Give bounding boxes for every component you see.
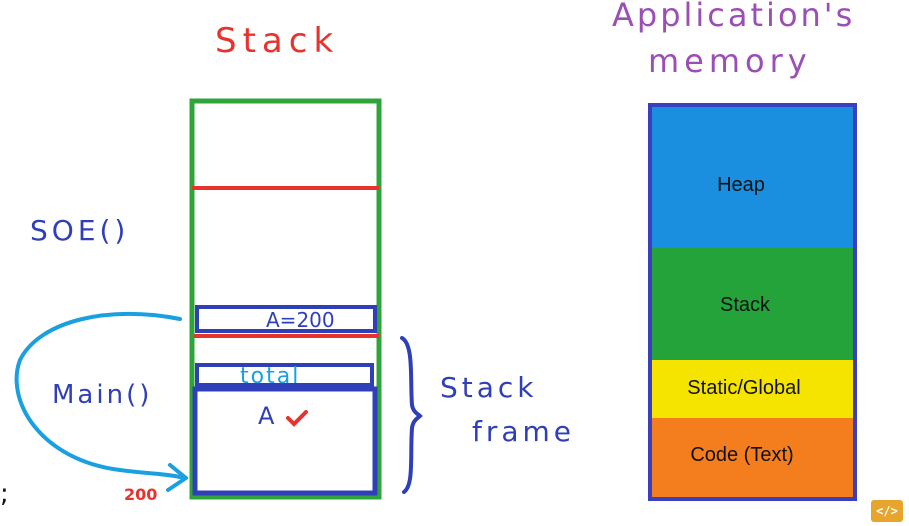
arrow-value: 200	[124, 485, 157, 504]
soe-a-value: A=200	[266, 308, 335, 332]
app-memory-title-line2: memory	[648, 42, 812, 80]
stack-outline	[189, 98, 382, 500]
total-label: total	[240, 364, 300, 389]
static-global-label: Static/Global	[687, 377, 800, 399]
memory-outline	[648, 103, 857, 501]
total-box	[195, 363, 374, 387]
soe-frame	[195, 305, 377, 333]
semicolon-mark: ;	[0, 479, 9, 509]
check-mark-icon	[286, 410, 308, 427]
stack-segment-label: Stack	[720, 294, 771, 316]
stack-frame-label-line2: frame	[472, 415, 575, 448]
memory-segment-code	[652, 418, 853, 497]
main-a-var: A	[258, 402, 275, 430]
app-memory-block: Heap Stack Static/Global Code (Text)	[648, 103, 857, 501]
main-frame	[192, 386, 378, 496]
memory-segment-heap	[652, 107, 853, 248]
app-memory-title-line1: Application's	[612, 0, 855, 34]
memory-segment-static	[652, 360, 853, 418]
stack-frame-label-line1: Stack	[440, 371, 538, 404]
memory-segment-stack	[652, 248, 853, 360]
heap-label: Heap	[717, 174, 765, 196]
stack-title: Stack	[215, 21, 339, 61]
return-arrow	[14, 311, 186, 480]
code-text-label: Code (Text)	[690, 444, 793, 466]
main-label: Main()	[52, 380, 152, 410]
arrow-head-icon	[166, 463, 188, 492]
soe-label: SOE()	[30, 214, 129, 247]
code-brackets-icon: </>	[871, 500, 903, 522]
frame-brace	[400, 336, 423, 494]
